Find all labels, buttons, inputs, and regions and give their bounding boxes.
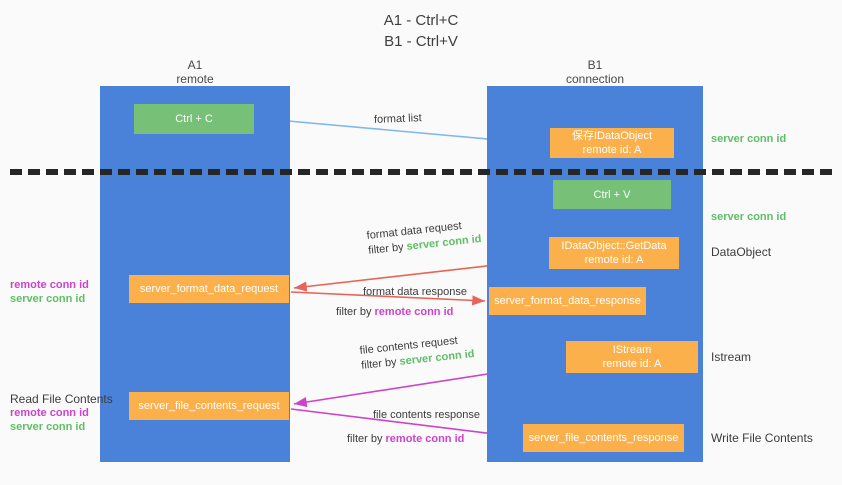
edge-label-format-data-response-filter: filter by remote conn id [336, 305, 453, 320]
edge-file-contents-response-arrow [290, 408, 520, 441]
annotation-conn-ids-mid: remote conn id server conn id [10, 278, 89, 306]
edge-label-format-list: format list [373, 112, 422, 126]
node-server-format-data-response[interactable]: server_format_data_response [489, 287, 646, 315]
node-server-format-data-request[interactable]: server_format_data_request [129, 275, 289, 303]
node-ctrl-c[interactable]: Ctrl + C [134, 104, 254, 134]
node-server-format-data-response-label: server_format_data_response [494, 295, 641, 307]
column-header-a1: A1 remote [100, 58, 290, 86]
annotation-remote-conn-id-bottom: remote conn id [10, 407, 89, 419]
column-b1-role: connection [565, 72, 625, 86]
filter-prefix: filter by [336, 306, 375, 318]
edge-format-data-response-arrow [290, 291, 486, 306]
annotation-server-conn-id-mid: server conn id [711, 211, 787, 223]
filter-prefix: filter by [367, 240, 408, 257]
node-ctrl-v[interactable]: Ctrl + V [553, 180, 671, 209]
annotation-dataobject: DataObject [711, 245, 772, 259]
node-save-dataobject-line1: 保存IDataObject [571, 130, 653, 142]
annotation-write-file-contents: Write File Contents [711, 431, 813, 445]
node-server-format-data-request-label: server_format_data_request [139, 283, 279, 295]
node-istream[interactable]: IStream remote id: A [566, 341, 698, 373]
filter-prefix: filter by [360, 355, 401, 372]
filter-prefix: filter by [347, 433, 386, 445]
node-istream-line2: remote id: A [602, 358, 662, 370]
edge-label-file-contents-response-filter: filter by remote conn id [347, 432, 464, 447]
node-save-dataobject[interactable]: 保存IDataObject remote id: A [550, 128, 674, 158]
annotation-read-file-contents-group: Read File Contents remote conn id server… [10, 392, 113, 434]
page-title: A1 - Ctrl+C B1 - Ctrl+V [0, 10, 842, 52]
node-server-file-contents-response[interactable]: server_file_contents_response [523, 424, 684, 452]
title-line-2: B1 - Ctrl+V [384, 33, 458, 50]
annotation-read-file-contents: Read File Contents [10, 392, 113, 406]
annotation-server-conn-id-left-mid: server conn id [10, 293, 86, 305]
filter-value-remote-conn-id: remote conn id [374, 306, 454, 318]
annotation-istream: Istream [711, 350, 752, 364]
node-getdata-line1: IDataObject::GetData [561, 240, 667, 252]
annotation-server-conn-id-top: server conn id [711, 133, 787, 145]
column-header-b1: B1 connection [487, 58, 703, 86]
node-ctrl-v-label: Ctrl + V [593, 188, 631, 201]
node-getdata-line2: remote id: A [584, 254, 644, 266]
column-a1-role: remote [176, 72, 214, 86]
edge-label-format-data-response: format data response [363, 286, 467, 298]
edge-label-file-contents-response: file contents response [373, 409, 481, 421]
column-b1-name: B1 [587, 58, 603, 72]
column-a1-name: A1 [187, 58, 203, 72]
node-idataobject-getdata[interactable]: IDataObject::GetData remote id: A [549, 237, 679, 269]
filter-value-remote-conn-id: remote conn id [385, 433, 465, 445]
node-server-file-contents-request[interactable]: server_file_contents_request [129, 392, 289, 420]
dashed-divider [10, 169, 832, 175]
annotation-remote-conn-id-mid: remote conn id [10, 279, 89, 291]
node-server-file-contents-response-label: server_file_contents_response [528, 432, 679, 444]
node-save-dataobject-line2: remote id: A [582, 144, 642, 156]
node-ctrl-c-label: Ctrl + C [175, 113, 213, 125]
node-server-file-contents-request-label: server_file_contents_request [138, 400, 280, 412]
title-line-1: A1 - Ctrl+C [383, 12, 459, 29]
annotation-server-conn-id-left-bottom: server conn id [10, 421, 86, 433]
node-istream-line1: IStream [612, 344, 652, 356]
